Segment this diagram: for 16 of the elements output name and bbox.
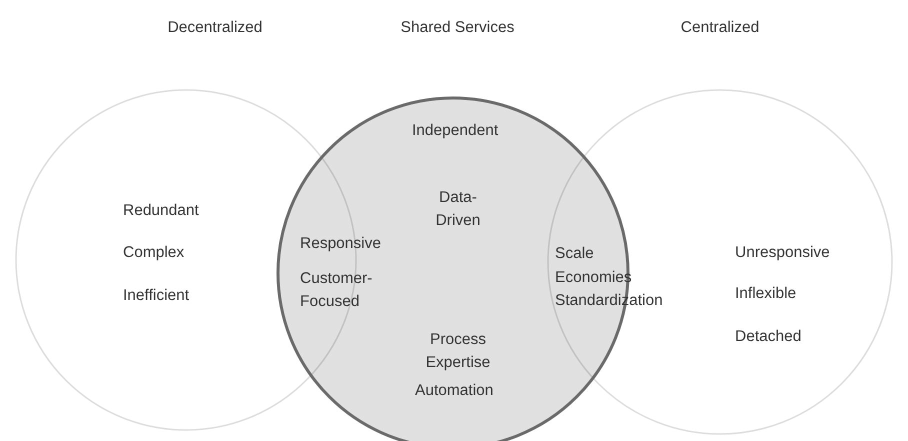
circle-heading: Shared Services — [400, 18, 516, 38]
overlap-text: Responsive — [300, 234, 381, 254]
circle-heading: Centralized — [680, 18, 760, 38]
overlap-text: Customer-Focused — [300, 269, 374, 312]
circle-text: Inefficient — [123, 286, 190, 306]
circle-text: Inflexible — [735, 284, 796, 304]
circle-text: Redundant — [123, 201, 199, 221]
circle-text: Data-Driven — [434, 188, 482, 231]
circle-text: Process Expertise — [424, 330, 492, 373]
circle-text: Independent — [412, 121, 498, 141]
circle-text: Complex — [123, 243, 184, 263]
overlap-text: Scale — [555, 244, 594, 264]
circle-text: Detached — [735, 327, 802, 347]
circle-text: Unresponsive — [735, 243, 830, 263]
circle-heading: Decentralized — [166, 18, 264, 38]
circle-text: Automation — [415, 381, 494, 401]
